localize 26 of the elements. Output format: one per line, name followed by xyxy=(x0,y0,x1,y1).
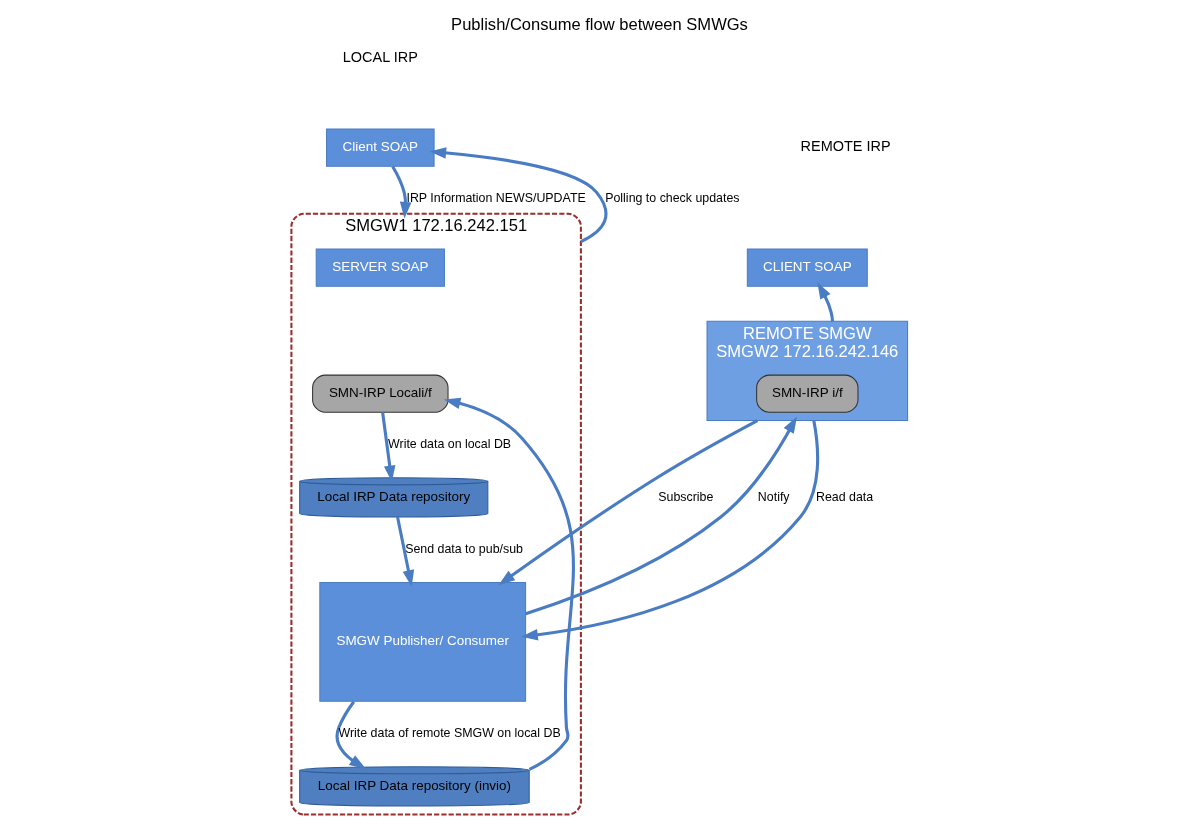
edge-label: Subscribe xyxy=(658,489,714,504)
edge-label: IRP Information NEWS/UPDATE xyxy=(406,191,586,206)
edge-label: Send data to pub/sub xyxy=(405,542,523,557)
node-box: CLIENT SOAP xyxy=(746,248,868,287)
arrow xyxy=(498,419,759,586)
label: REMOTE IRP xyxy=(800,138,891,155)
node-box: Client SOAP xyxy=(326,128,435,167)
arrow xyxy=(396,516,415,587)
arrow xyxy=(391,165,412,219)
arrow xyxy=(429,147,608,243)
arrow xyxy=(817,282,835,322)
node-box: SERVER SOAP xyxy=(315,248,445,287)
node-box: SMN-IRP Locali/f xyxy=(312,374,449,413)
edge-label: Write data on local DB xyxy=(388,437,512,452)
arrow xyxy=(335,700,366,770)
arrow xyxy=(443,397,575,771)
edge-label: Polling to check updates xyxy=(605,191,740,206)
arrow xyxy=(525,416,797,616)
label: LOCAL IRP xyxy=(342,48,418,65)
node-box: SMN-IRP i/f xyxy=(756,374,859,413)
diagram-title: Publish/Consume flow between SMWGs xyxy=(451,14,748,34)
edge-label: Notify xyxy=(757,489,790,504)
edge-label: Read data xyxy=(815,489,874,504)
arrow xyxy=(521,420,820,641)
edge-label: Write data of remote SMGW on local DB xyxy=(338,726,561,741)
node-box: SMGW Publisher/ Consumer xyxy=(319,581,527,702)
